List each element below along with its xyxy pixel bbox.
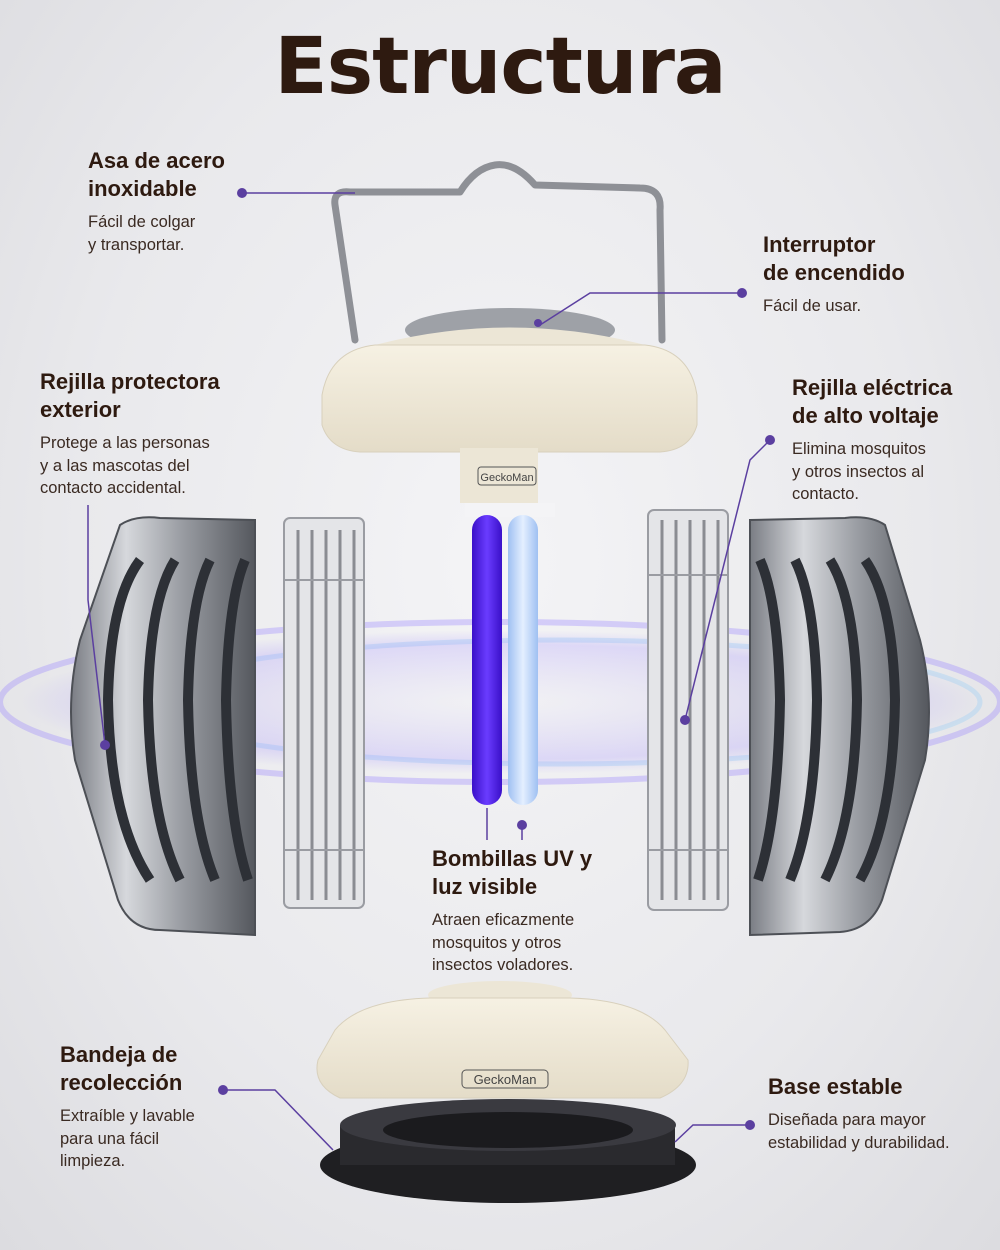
callout-electric-grid-title-1: Rejilla eléctrica: [792, 375, 953, 400]
callout-handle-title-2: inoxidable: [88, 176, 197, 201]
callout-electric-grid-desc-3: contacto.: [792, 485, 859, 503]
leader-dots: [100, 188, 775, 1130]
callout-handle-desc-2: y transportar.: [88, 235, 185, 254]
callout-outer-grid-title-2: exterior: [40, 397, 121, 422]
callout-electric-grid: Rejilla eléctrica de alto voltaje Elimina…: [792, 374, 952, 506]
uv-bulbs: [472, 515, 538, 805]
outer-grid-left: [70, 516, 256, 937]
bottom-cap: GeckoMan: [316, 981, 689, 1099]
callout-base-desc-2: estabilidad y durabilidad.: [768, 1133, 950, 1152]
callout-switch-desc-1: Fácil de usar.: [763, 297, 862, 315]
callout-tray-desc-1: Extraíble y lavable: [60, 1107, 195, 1125]
outer-grid-right: [749, 516, 930, 937]
brand-label-top: GeckoMan: [480, 472, 533, 484]
callout-tray-desc-2: para una fácil: [60, 1129, 160, 1148]
callout-handle-title-1: Asa de acero: [88, 148, 225, 173]
callout-tray-title-2: recolección: [60, 1070, 183, 1095]
leader-lines: [87, 192, 771, 1151]
callout-switch-title-2: de encendido: [763, 260, 905, 285]
callout-bulbs-title-1: Bombillas UV y: [432, 846, 593, 871]
callout-bulbs-title-2: luz visible: [432, 874, 538, 899]
callout-base-desc-1: Diseñada para mayor: [768, 1111, 926, 1129]
page-title: Estructura: [274, 22, 726, 112]
callout-switch: Interruptor de encendido Fácil de usar.: [763, 231, 905, 318]
callout-outer-grid-desc-3: contacto accidental.: [40, 479, 186, 497]
callout-outer-grid: Rejilla protectora exterior Protege a las…: [40, 368, 220, 500]
callout-electric-grid-desc-2: y otros insectos al: [792, 462, 925, 481]
electric-grid-left: [283, 517, 365, 909]
callout-base: Base estable Diseñada para mayor estabili…: [768, 1073, 950, 1154]
callout-bulbs: Bombillas UV y luz visible Atraen eficazm…: [432, 845, 592, 977]
top-cap: GeckoMan: [321, 308, 698, 517]
callout-outer-grid-desc-1: Protege a las personas: [40, 434, 210, 452]
callout-tray: Bandeja de recolección Extraíble y lavabl…: [60, 1041, 195, 1173]
brand-label-bottom: GeckoMan: [474, 1072, 537, 1087]
callout-tray-title-1: Bandeja de: [60, 1042, 178, 1067]
callout-electric-grid-desc-1: Elimina mosquitos: [792, 440, 926, 458]
callout-outer-grid-desc-2: y a las mascotas del: [40, 456, 190, 475]
callout-tray-desc-3: limpieza.: [60, 1152, 126, 1170]
callout-handle: Asa de acero inoxidable Fácil de colgar y …: [88, 147, 225, 256]
callout-bulbs-desc-3: insectos voladores.: [432, 956, 574, 974]
callout-outer-grid-title-1: Rejilla protectora: [40, 369, 220, 394]
callout-switch-title-1: Interruptor: [763, 232, 876, 257]
callout-electric-grid-title-2: de alto voltaje: [792, 403, 939, 428]
callout-bulbs-desc-1: Atraen eficazmente: [432, 911, 575, 929]
callout-bulbs-desc-2: mosquitos y otros: [432, 933, 562, 952]
callout-base-title-1: Base estable: [768, 1074, 903, 1099]
callout-handle-desc-1: Fácil de colgar: [88, 213, 196, 231]
collection-tray: [320, 1099, 696, 1203]
